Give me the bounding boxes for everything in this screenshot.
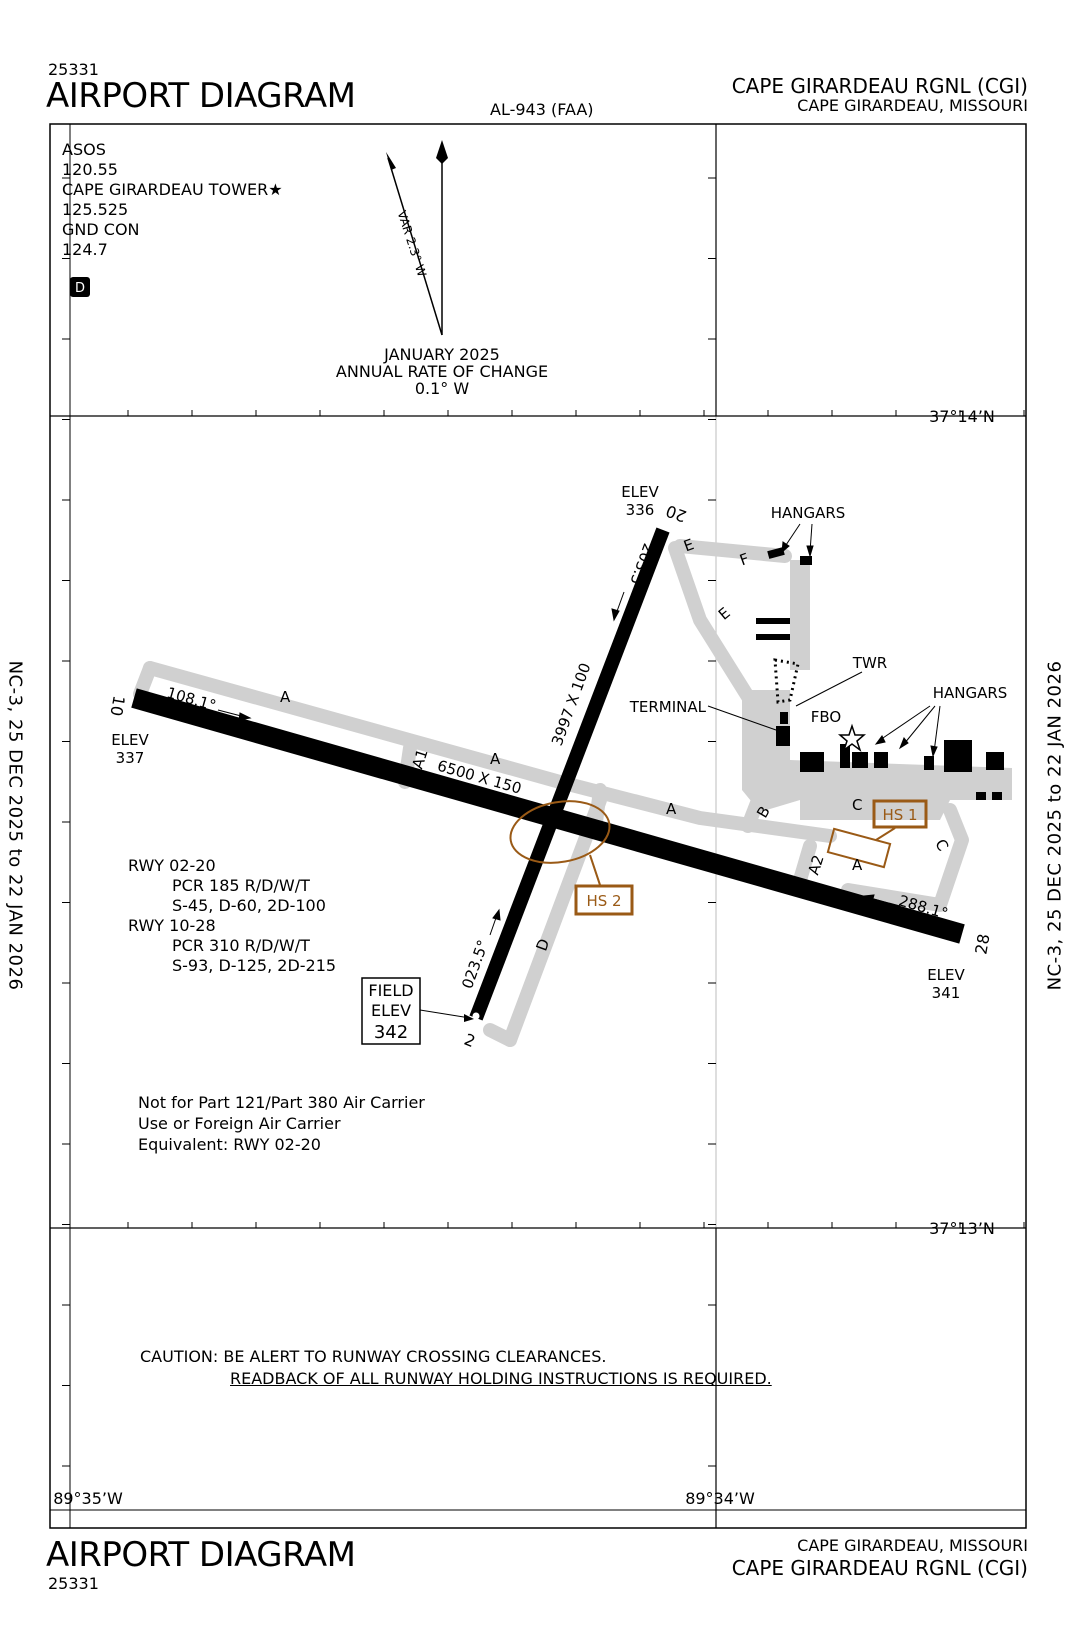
twy-a-3: A — [666, 800, 677, 818]
label-leaders — [707, 523, 941, 758]
runway-02-20 — [469, 527, 670, 1021]
rwy-end-20: 20 — [663, 501, 689, 526]
lon-right: 89°34’W — [685, 1489, 755, 1508]
field-elev-box — [361, 977, 474, 1045]
twy-a2: A2 — [804, 853, 827, 877]
diagram-frame — [49, 123, 1027, 1529]
pcr-0220-value: PCR 185 R/D/W/T — [172, 876, 310, 895]
caution-block: CAUTION: BE ALERT TO RUNWAY CROSSING CLE… — [140, 1346, 772, 1390]
variation-date: JANUARY 2025 — [384, 345, 500, 364]
hangars-label-1: HANGARS — [771, 504, 846, 522]
page-title: AIRPORT DIAGRAM — [46, 76, 356, 116]
note-line-3: Equivalent: RWY 02-20 — [138, 1135, 321, 1154]
note-line-1: Not for Part 121/Part 380 Air Carrier — [138, 1093, 425, 1112]
elev-10-value: 337 — [116, 749, 145, 767]
note-line-2: Use or Foreign Air Carrier — [138, 1114, 341, 1133]
grid-ticks — [62, 177, 1025, 1467]
hot-spots — [509, 799, 928, 916]
elev-28-label: ELEV — [927, 966, 965, 984]
pcr-1028-value: PCR 310 R/D/W/T — [172, 936, 310, 955]
twy-e-2: E — [715, 604, 734, 624]
twy-a-2: A — [490, 750, 501, 768]
comms-asos-freq: 120.55 — [62, 160, 118, 179]
comms-gnd-freq: 124.7 — [62, 240, 108, 259]
north-arrow — [386, 140, 448, 336]
comms-gnd: GND CON — [62, 220, 140, 239]
field-elev-line1: FIELD — [368, 981, 413, 1000]
hs1-box — [872, 799, 928, 829]
tower-star-icon — [837, 723, 867, 753]
chart-number: 25331 — [48, 60, 99, 79]
comms-block: ASOS 120.55 CAPE GIRARDEAU TOWER★ 125.52… — [62, 140, 283, 260]
twy-a-4: A — [852, 856, 863, 874]
pcr-rwy-1028: RWY 10-28 — [128, 916, 216, 935]
airport-city: CAPE GIRARDEAU, MISSOURI — [797, 96, 1028, 115]
lat-top: 37°14’N — [929, 407, 995, 426]
field-elev-value: 342 — [374, 1022, 408, 1043]
pcr-rwy-0220: RWY 02-20 — [128, 856, 216, 875]
elev-28-value: 341 — [932, 984, 961, 1002]
caution-line-2: READBACK OF ALL RUNWAY HOLDING INSTRUCTI… — [230, 1369, 772, 1388]
d-badge-text: D — [75, 281, 85, 296]
facility-labels: HANGARS HANGARS TERMINAL TWR FBO — [629, 504, 1008, 726]
fbo-label: FBO — [811, 708, 841, 726]
comms-tower-freq: 125.525 — [62, 200, 129, 219]
footer-number: 25331 — [48, 1574, 99, 1593]
runways — [131, 527, 965, 1021]
variation-note: JANUARY 2025 ANNUAL RATE OF CHANGE 0.1° … — [322, 346, 562, 397]
rwy-end-2: 2 — [462, 1030, 479, 1051]
elev-20-value: 336 — [626, 501, 655, 519]
magnetic-variation: VAR 2.3° W — [395, 209, 430, 279]
hs1-rotated-box — [826, 827, 892, 869]
twy-c-2: C — [931, 836, 952, 854]
buildings — [756, 547, 1004, 800]
terminal-label: TERMINAL — [629, 698, 707, 716]
field-elev-point — [472, 1012, 480, 1020]
taxiways — [133, 539, 969, 1047]
rwy-end-10: 10 — [106, 694, 128, 717]
elev-20-label: ELEV — [621, 483, 659, 501]
variation-rate-label: ANNUAL RATE OF CHANGE — [335, 362, 549, 381]
twy-c-1: C — [852, 796, 862, 814]
d-atis-badge-icon — [70, 277, 90, 297]
construction-outline — [773, 658, 800, 704]
pcr-1028-weights: S-93, D-125, 2D-215 — [172, 956, 337, 975]
hangars-label-2: HANGARS — [933, 684, 1008, 702]
footer-title: AIRPORT DIAGRAM — [46, 1535, 356, 1575]
comms-tower: CAPE GIRARDEAU TOWER★ — [62, 180, 283, 199]
elev-10-label: ELEV — [111, 731, 149, 749]
caution-line-1: CAUTION: BE ALERT TO RUNWAY CROSSING CLE… — [140, 1347, 607, 1366]
twy-a-1: A — [280, 688, 291, 706]
footer-city: CAPE GIRARDEAU, MISSOURI — [797, 1536, 1028, 1555]
footer-airport: CAPE GIRARDEAU RGNL (CGI) — [731, 1556, 1028, 1580]
pcr-block: RWY 02-20 PCR 185 R/D/W/T S-45, D-60, 2D… — [128, 856, 336, 976]
field-elev-line2: ELEV — [371, 1001, 411, 1020]
pcr-0220-weights: S-45, D-60, 2D-100 — [172, 896, 326, 915]
twr-label: TWR — [852, 654, 887, 672]
hs2-box — [574, 884, 634, 916]
rwy-end-28: 28 — [971, 932, 993, 955]
hs2-ellipse — [509, 800, 611, 864]
notes-block: Not for Part 121/Part 380 Air Carrier Us… — [138, 1092, 425, 1155]
hs1-label: HS 1 — [882, 806, 917, 824]
lon-left: 89°35’W — [53, 1489, 123, 1508]
twy-a1: A1 — [408, 747, 431, 771]
variation-rate: 0.1° W — [414, 379, 470, 398]
chart-id: AL-943 (FAA) — [490, 100, 594, 119]
airport-name: CAPE GIRARDEAU RGNL (CGI) — [731, 74, 1028, 98]
lat-bottom: 37°13’N — [929, 1219, 995, 1238]
hs2-label: HS 2 — [586, 892, 621, 910]
heading-arrows — [217, 591, 901, 936]
comms-asos: ASOS — [62, 140, 106, 159]
